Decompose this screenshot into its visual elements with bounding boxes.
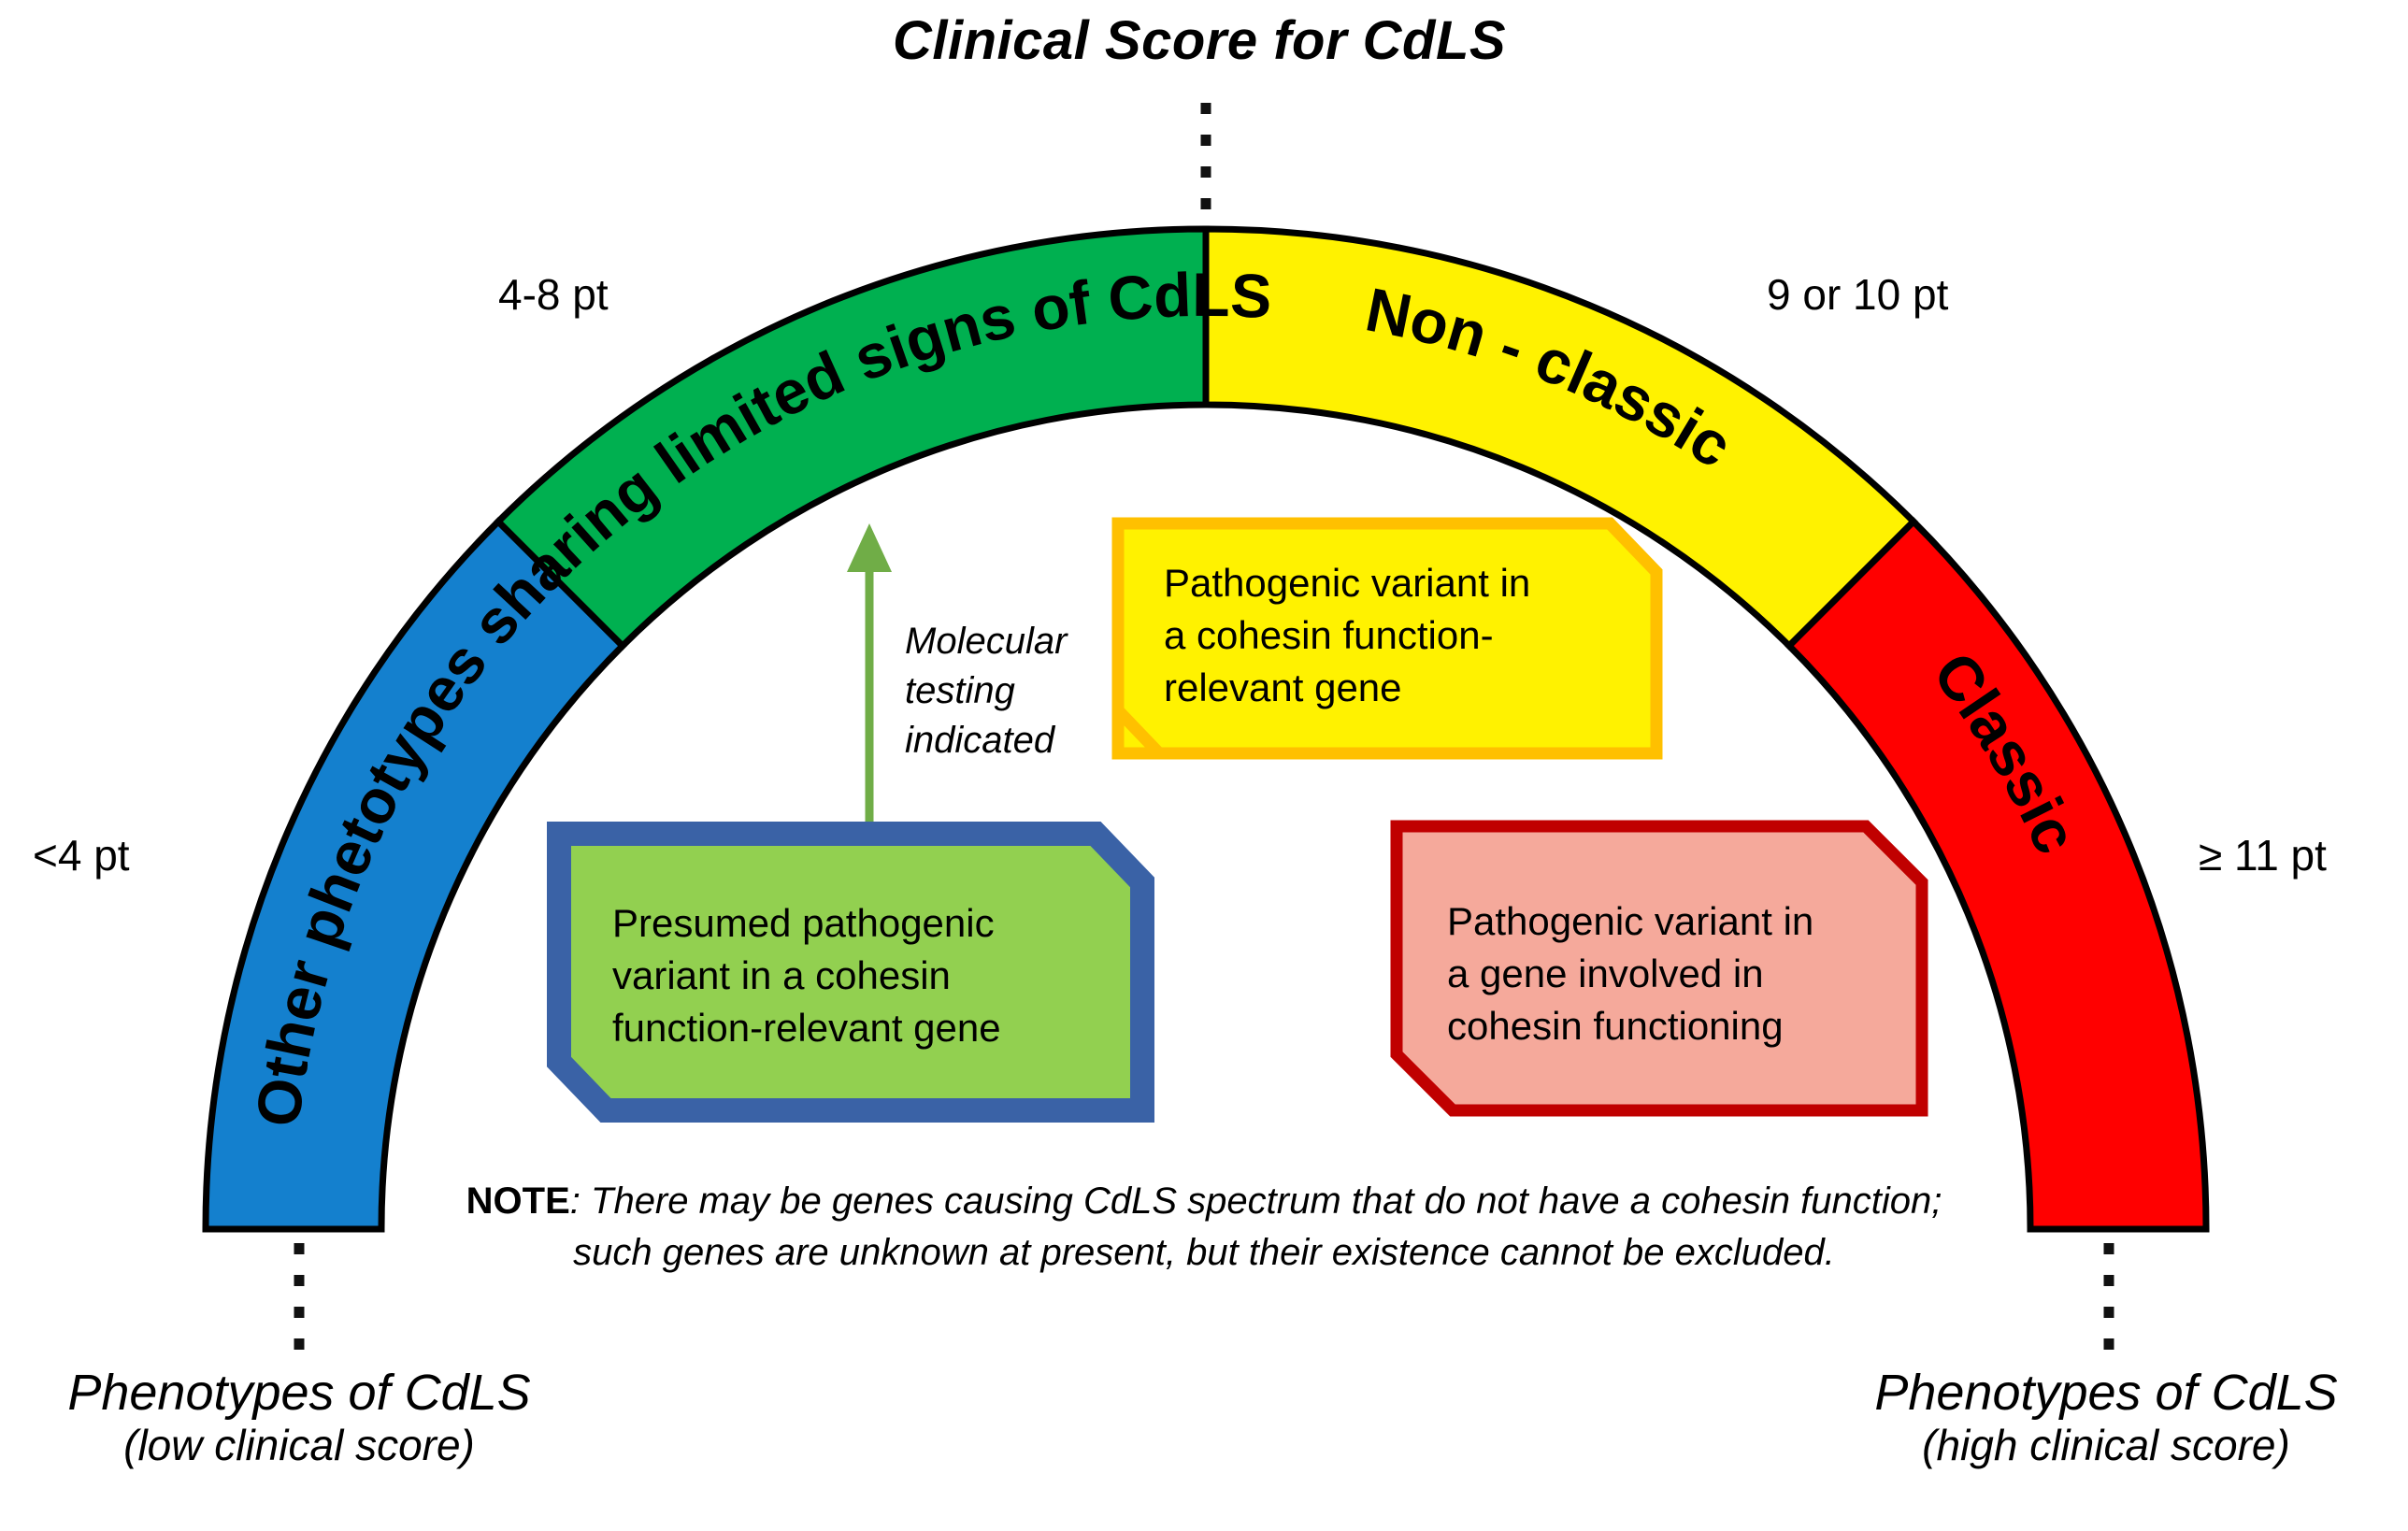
pink-box-line-1: Pathogenic variant in [1447, 899, 1814, 943]
callout-pink-box[interactable] [1390, 820, 1928, 1117]
score-label-mid-high: 9 or 10 pt [1767, 270, 1949, 319]
note-line-2: such genes are unknown at present, but t… [573, 1232, 1835, 1274]
end-label-right-line1: Phenotypes of CdLS [1874, 1365, 2338, 1421]
yellow-box-line-2: a cohesin function- [1164, 612, 1494, 657]
score-label-mid-low: 4-8 pt [498, 270, 609, 319]
yellow-box-line-3: relevant gene [1164, 665, 1402, 709]
yellow-box-line-1: Pathogenic variant in [1164, 561, 1531, 605]
pink-box-text: Pathogenic variant in a gene involved in… [1447, 895, 1813, 1052]
molecular-testing-label: Molecular testing indicated [905, 617, 1067, 766]
green-box-line-3: function-relevant gene [612, 1005, 1001, 1050]
end-label-right-line2: (high clinical score) [1922, 1421, 2290, 1470]
end-label-right: Phenotypes of CdLS (high clinical score) [1804, 1365, 2408, 1470]
end-label-left-line1: Phenotypes of CdLS [67, 1365, 531, 1421]
molecular-testing-line-1: Molecular [905, 621, 1068, 662]
arc-segment-red[interactable] [1784, 517, 2210, 1233]
end-label-left-line2: (low clinical score) [123, 1421, 475, 1470]
note-block: NOTE: There may be genes causing CdLS sp… [437, 1176, 1971, 1279]
arc-segment-yellow[interactable] [1202, 225, 1918, 651]
molecular-testing-line-3: indicated [905, 720, 1055, 762]
green-box-line-2: variant in a cohesin [612, 952, 951, 997]
callout-yellow-box[interactable] [1111, 517, 1663, 760]
score-label-low: <4 pt [33, 831, 130, 880]
callout-green-box[interactable] [547, 822, 1541, 1123]
molecular-testing-line-2: testing [905, 670, 1015, 712]
page-title: Clinical Score for CdLS [893, 10, 1507, 71]
note-prefix: NOTE [466, 1180, 570, 1222]
green-box-text: Presumed pathogenic variant in a cohesin… [612, 897, 1001, 1054]
pink-box-line-2: a gene involved in [1447, 951, 1764, 995]
molecular-testing-arrow [847, 523, 892, 841]
yellow-box-text: Pathogenic variant in a cohesin function… [1164, 557, 1530, 714]
pink-box-line-3: cohesin functioning [1447, 1003, 1784, 1048]
end-label-left: Phenotypes of CdLS (low clinical score) [0, 1365, 598, 1470]
score-label-high: ≥ 11 pt [2199, 831, 2327, 880]
note-line-1-text: : There may be genes causing CdLS spectr… [569, 1180, 1942, 1222]
arc-segment-green[interactable] [494, 225, 1210, 651]
green-box-line-1: Presumed pathogenic [612, 901, 995, 945]
note-line-1: NOTE: There may be genes causing CdLS sp… [437, 1176, 1971, 1227]
